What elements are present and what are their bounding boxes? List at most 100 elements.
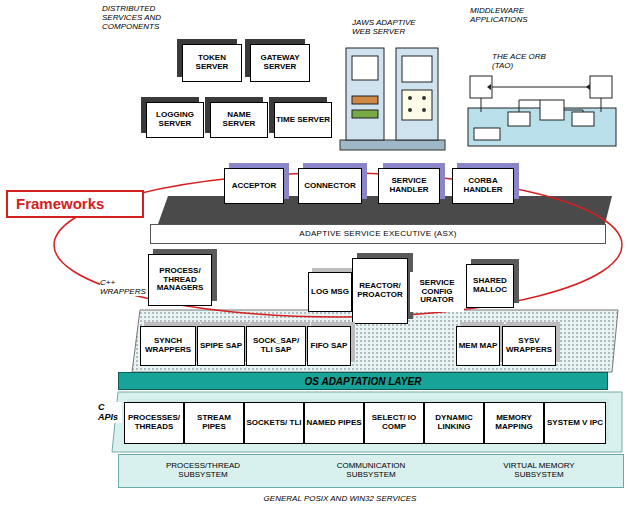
node-text: SERVICE CONFIG URATOR	[410, 279, 464, 305]
node-text-group: SERVICE HANDLER	[379, 177, 439, 195]
web-server-illustration	[340, 48, 445, 150]
node-text: PROCESS/ THREAD MANAGERS	[149, 267, 211, 293]
layer-label: THE ACE ORB (TAO)	[492, 52, 552, 70]
wrapper-box: SYNCH WRAPPERS	[140, 326, 196, 366]
node-text: SERVICE HANDLER	[379, 177, 439, 195]
subsystem-band: PROCESS/THREAD SUBSYSTEM COMMUNICATION SU…	[118, 454, 624, 488]
node-text-group: TOKEN SERVER	[183, 54, 241, 72]
node-text: MEM MAP	[459, 342, 498, 351]
node-text-group: GATEWAY SERVER	[251, 54, 309, 72]
node-text: TOKEN SERVER	[183, 54, 241, 72]
wrapper-box: FIFO SAP	[307, 326, 351, 366]
layer-label: GENERAL POSIX AND WIN32 SERVICES	[230, 494, 450, 503]
node-text: SYSTEM V IPC	[547, 419, 603, 428]
node-text: SOCKETS/ TLI	[246, 419, 301, 428]
node-text-group: SHARED MALLOC	[467, 277, 513, 295]
api-box: SELECT/ IO COMP	[364, 402, 424, 444]
node-text: SYSV WRAPPERS	[503, 337, 555, 355]
node-text: LOGGING SERVER	[147, 111, 203, 129]
api-box: SYSTEM V IPC	[544, 402, 606, 444]
node-text-group: SOCK_SAP/ TLI SAP	[247, 337, 305, 355]
frameworks-callout: Frameworks	[6, 190, 144, 218]
node-text-group: REACTOR/ PROACTOR	[353, 282, 407, 300]
node-text: VIRTUAL MEMORY SUBSYSTEM	[484, 462, 594, 480]
node-text: ACCEPTOR	[232, 182, 277, 191]
wrapper-box: SOCK_SAP/ TLI SAP	[246, 326, 306, 366]
node-text-group: ADAPTIVE SERVICE EXECUTIVE (ASX)	[299, 230, 457, 239]
node-text-group: SELECT/ IO COMP	[365, 414, 423, 432]
node-text: LOG MSG	[311, 288, 349, 297]
executive-band: ADAPTIVE SERVICE EXECUTIVE (ASX)	[150, 224, 606, 244]
server-box: GATEWAY SERVER	[250, 44, 310, 82]
framework-box: CONNECTOR	[298, 168, 362, 204]
node-text: GATEWAY SERVER	[251, 54, 309, 72]
api-box: DYNAMIC LINKING	[424, 402, 484, 444]
node-text: COMMUNICATION SUBSYSTEM	[316, 462, 426, 480]
node-text-group: ACCEPTOR	[232, 182, 277, 191]
node-text-group: LOGGING SERVER	[147, 111, 203, 129]
node-text: SHARED MALLOC	[467, 277, 513, 295]
wrapper-box: LOG MSG	[308, 272, 352, 312]
node-text: ADAPTIVE SERVICE EXECUTIVE (ASX)	[299, 230, 457, 239]
node-text-group: STREAM PIPES	[185, 414, 243, 432]
wrapper-box: SHARED MALLOC	[466, 264, 514, 308]
node-text-group: NAMED PIPES	[306, 419, 361, 428]
api-box: NAMED PIPES	[304, 402, 364, 444]
wrapper-box: SPIPE SAP	[197, 326, 245, 366]
node-text-group: LOG MSG	[311, 288, 349, 297]
node-text-group: PROCESS/THREAD SUBSYSTEM COMMUNICATION SU…	[119, 462, 623, 480]
node-text: SELECT/ IO COMP	[365, 414, 423, 432]
node-text-group: Frameworks	[16, 196, 104, 213]
node-text-group: CORBA HANDLER	[453, 177, 513, 195]
node-text: STREAM PIPES	[185, 414, 243, 432]
framework-box: CORBA HANDLER	[452, 168, 514, 204]
api-box: SOCKETS/ TLI	[244, 402, 304, 444]
framework-box: SERVICE HANDLER	[378, 168, 440, 204]
api-box: PROCESSES/ THREADS	[124, 402, 184, 444]
node-text-group: CONNECTOR	[304, 182, 355, 191]
orb-illustration	[468, 76, 616, 146]
wrapper-box: REACTOR/ PROACTOR	[352, 258, 408, 324]
layer-label: C++ WRAPPERS	[100, 278, 144, 296]
node-text-group: MEM MAP	[459, 342, 498, 351]
node-text: REACTOR/ PROACTOR	[353, 282, 407, 300]
node-text-group: PROCESS/ THREAD MANAGERS	[149, 267, 211, 293]
node-text: SOCK_SAP/ TLI SAP	[247, 337, 305, 355]
wrapper-label-box: SERVICE CONFIG URATOR	[410, 272, 464, 312]
node-text-group: FIFO SAP	[311, 342, 348, 351]
layer-label: C APIs	[98, 402, 122, 423]
node-text: Frameworks	[16, 196, 104, 213]
node-text: CONNECTOR	[304, 182, 355, 191]
node-text-group: SYSV WRAPPERS	[503, 337, 555, 355]
wrapper-box: PROCESS/ THREAD MANAGERS	[148, 254, 212, 306]
api-box: STREAM PIPES	[184, 402, 244, 444]
node-text: DYNAMIC LINKING	[425, 414, 483, 432]
node-text: NAME SERVER	[211, 111, 267, 129]
server-box: LOGGING SERVER	[146, 102, 204, 138]
node-text-group: OS ADAPTATION LAYER	[305, 376, 422, 387]
node-text: PROCESSES/ THREADS	[125, 414, 183, 432]
node-text-group: MEMORY MAPPING	[485, 414, 543, 432]
node-text: PROCESS/THREAD SUBSYSTEM	[148, 462, 258, 480]
layer-label: DISTRIBUTED SERVICES AND COMPONENTS	[102, 4, 166, 32]
node-text-group: SERVICE CONFIG URATOR	[410, 279, 464, 305]
node-text-group: SOCKETS/ TLI	[246, 419, 301, 428]
node-text-group: DYNAMIC LINKING	[425, 414, 483, 432]
api-slab	[112, 392, 622, 452]
os-adaptation-band: OS ADAPTATION LAYER	[118, 372, 608, 390]
node-text-group: NAME SERVER	[211, 111, 267, 129]
api-box: MEMORY MAPPING	[484, 402, 544, 444]
node-text: MEMORY MAPPING	[485, 414, 543, 432]
node-text: OS ADAPTATION LAYER	[305, 376, 422, 387]
node-text: FIFO SAP	[311, 342, 348, 351]
server-box: TOKEN SERVER	[182, 44, 242, 82]
node-text-group: PROCESSES/ THREADS	[125, 414, 183, 432]
server-box: NAME SERVER	[210, 102, 268, 138]
node-text-group: SYNCH WRAPPERS	[141, 337, 195, 355]
wrapper-box: SYSV WRAPPERS	[502, 326, 556, 366]
server-box: TIME SERVER	[274, 102, 332, 138]
layer-label: MIDDLEWARE APPLICATIONS	[470, 6, 542, 24]
node-text: NAMED PIPES	[306, 419, 361, 428]
node-text: TIME SERVER	[276, 116, 330, 125]
